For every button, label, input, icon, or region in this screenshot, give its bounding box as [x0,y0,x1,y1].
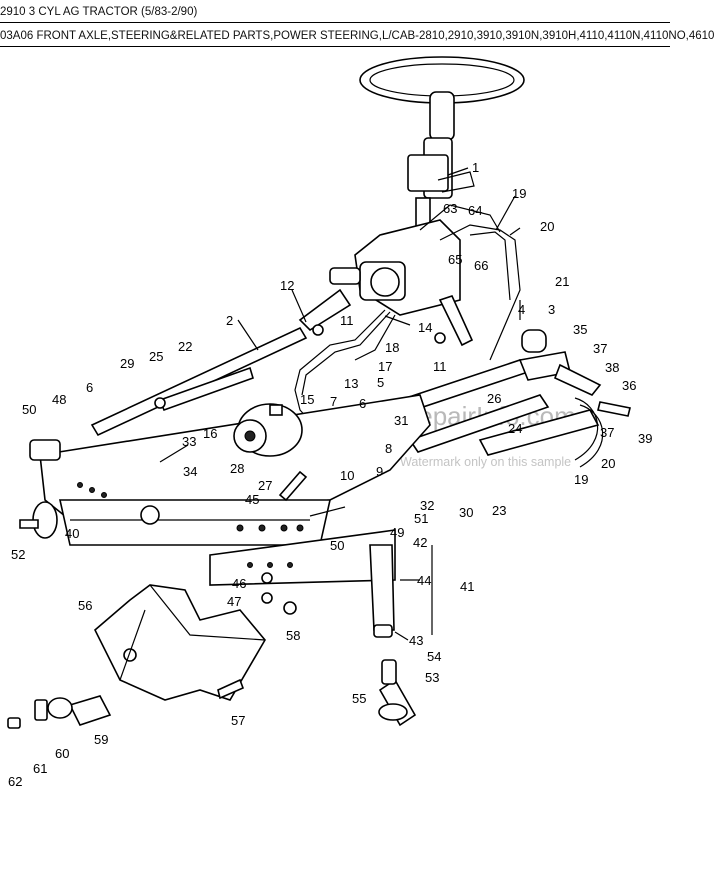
bolts [19,324,631,700]
callout-20b: 20 [601,456,615,471]
callout-38: 38 [605,360,619,375]
callout-10: 10 [340,468,354,483]
front-axle-beam [29,394,431,546]
callout-43: 43 [409,633,423,648]
callout-63: 63 [443,201,457,216]
callout-57: 57 [231,713,245,728]
callout-24: 24 [508,421,522,436]
tie-rods [90,326,308,437]
callout-49: 49 [390,525,404,540]
callout-27: 27 [258,478,272,493]
callout-22: 22 [178,339,192,354]
callout-60: 60 [55,746,69,761]
callout-1: 1 [472,160,479,175]
steering-wheel [359,56,525,199]
callout-21: 21 [555,274,569,289]
leader-lines [159,167,521,641]
callout-39: 39 [638,431,652,446]
callout-33: 33 [182,434,196,449]
callout-44: 44 [417,573,431,588]
callout-6a: 6 [86,380,93,395]
callout-50a: 50 [22,402,36,417]
callout-18: 18 [385,340,399,355]
callout-19a: 19 [512,186,526,201]
part-callouts: 1 2 3 4 5 6 6 7 8 9 10 11 11 12 13 14 15… [8,160,652,789]
callout-12: 12 [280,278,294,293]
callout-8: 8 [385,441,392,456]
callout-45: 45 [245,492,259,507]
callout-16: 16 [203,426,217,441]
callout-11a: 11 [340,313,354,328]
callout-3: 3 [548,302,555,317]
callout-41: 41 [460,579,474,594]
callout-9: 9 [376,464,383,479]
callout-7: 7 [330,394,337,409]
spindle [378,659,417,727]
watermark-subtext: Watermark only on this sample [400,455,571,469]
callout-32: 32 [420,498,434,513]
axle-extension [209,529,396,638]
callout-40: 40 [65,526,79,541]
callout-58: 58 [286,628,300,643]
callout-26: 26 [487,391,501,406]
callout-19b: 19 [574,472,588,487]
callout-62: 62 [8,774,22,789]
callout-35: 35 [573,322,587,337]
callout-42: 42 [413,535,427,550]
header-divider [0,22,670,23]
callout-14: 14 [418,320,432,335]
pivot-pin [7,695,112,729]
front-support-bracket [94,584,266,701]
callout-15: 15 [300,392,314,407]
callout-5: 5 [377,375,384,390]
hydraulic-motor [233,403,303,457]
callout-13: 13 [344,376,358,391]
callout-54: 54 [427,649,441,664]
callout-23: 23 [492,503,506,518]
callout-47: 47 [227,594,241,609]
callout-30: 30 [459,505,473,520]
callout-37a: 37 [593,341,607,356]
callout-46: 46 [232,576,246,591]
callout-52: 52 [11,547,25,562]
callout-61: 61 [33,761,47,776]
callout-48: 48 [52,392,66,407]
callout-6b: 6 [359,396,366,411]
callout-17: 17 [378,359,392,374]
callout-20a: 20 [540,219,554,234]
callout-37b: 37 [600,425,614,440]
callout-36: 36 [622,378,636,393]
callout-4: 4 [518,302,525,317]
callout-29: 29 [120,356,134,371]
steering-column [298,197,521,361]
exploded-parts-diagram: eRepairInfo.com Watermark only on this s… [7,56,652,789]
callout-2: 2 [226,313,233,328]
callout-28: 28 [230,461,244,476]
model-title: 2910 3 CYL AG TRACTOR (5/83-2/90) [0,6,198,18]
header-divider [0,46,670,47]
callout-34: 34 [183,464,197,479]
callout-66: 66 [474,258,488,273]
callout-53: 53 [425,670,439,685]
section-title: 03A06 FRONT AXLE,STEERING&RELATED PARTS,… [0,30,714,42]
callout-11b: 11 [433,359,447,374]
callout-50b: 50 [330,538,344,553]
callout-55: 55 [352,691,366,706]
callout-64: 64 [468,203,482,218]
callout-59: 59 [94,732,108,747]
steering-cylinder [398,329,604,468]
callout-51: 51 [414,511,428,526]
callout-65: 65 [448,252,462,267]
callout-56: 56 [78,598,92,613]
callout-31: 31 [394,413,408,428]
callout-25: 25 [149,349,163,364]
